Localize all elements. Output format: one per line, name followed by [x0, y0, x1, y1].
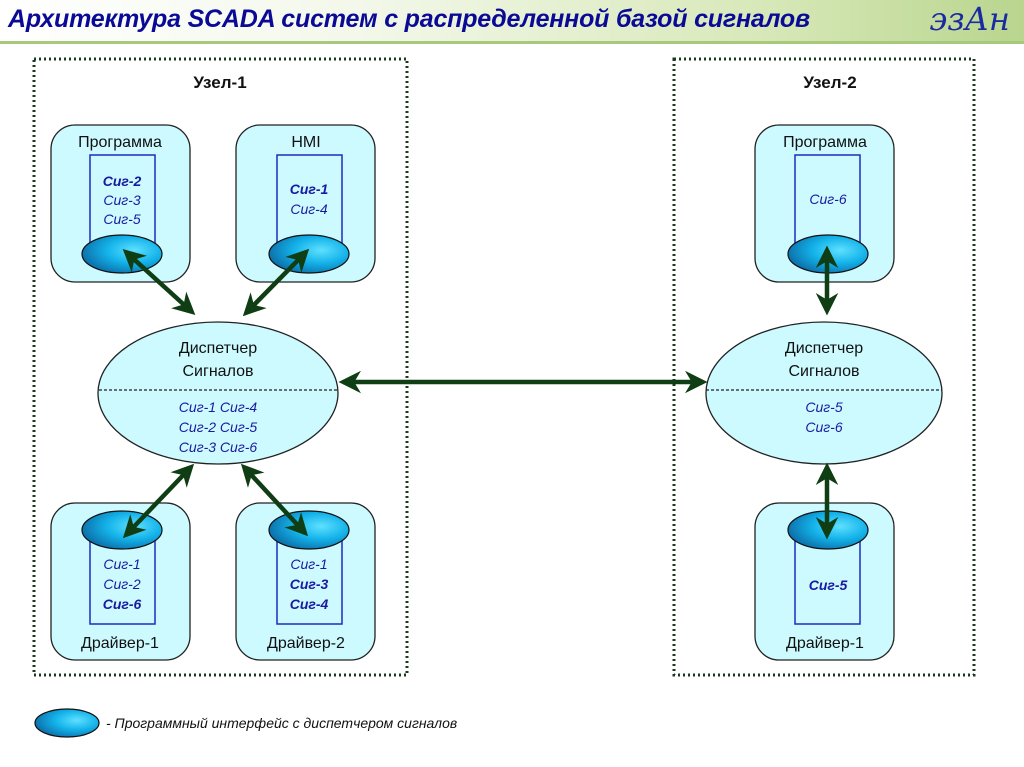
component-label: Программа: [78, 134, 162, 151]
api-ellipse-icon: [81, 234, 163, 274]
signal-item: Сиг-6: [809, 191, 846, 207]
dispatcher-title: Диспетчер: [785, 340, 863, 357]
header-bar: Архитектура SCADA систем с распределенно…: [0, 0, 1024, 44]
page-title: Архитектура SCADA систем с распределенно…: [8, 5, 810, 33]
arrow-driver1-dispatcher: [122, 463, 195, 539]
api-ellipse-icon: [34, 708, 100, 738]
component-label: Программа: [783, 134, 867, 151]
signal-item: Сиг-1: [103, 556, 140, 572]
api-ellipse-icon: [268, 510, 350, 550]
node-1: Узел-1 Программа Сиг-2 Сиг-3 Сиг-5 HMI С…: [32, 57, 409, 677]
signal-store: [276, 154, 343, 246]
signal-item: Сиг-3: [103, 192, 140, 208]
component-label: Драйвер-1: [786, 635, 864, 652]
dispatcher-title: Диспетчер: [179, 340, 257, 357]
node-1-title: Узел-1: [193, 73, 246, 92]
dispatcher-signal-line: Сиг-2 Сиг-5: [179, 419, 258, 435]
signal-item: Сиг-4: [290, 596, 329, 612]
component-driver-1[interactable]: Сиг-5 Драйвер-1: [754, 502, 895, 661]
component-label: Драйвер-1: [81, 635, 159, 652]
component-program[interactable]: Программа Сиг-6: [754, 124, 895, 283]
component-label: Драйвер-2: [267, 635, 345, 652]
component-hmi[interactable]: HMI Сиг-1 Сиг-4: [235, 124, 376, 283]
signal-item: Сиг-1: [290, 181, 329, 197]
signal-item: Сиг-3: [290, 576, 329, 592]
dispatcher-signal-line: Сиг-1 Сиг-4: [179, 399, 258, 415]
signal-store: [89, 154, 156, 246]
arrow-driver2-dispatcher: [240, 463, 309, 537]
node-1-border: [32, 57, 409, 677]
dispatcher-signal-line: Сиг-5: [805, 399, 842, 415]
connections: [122, 245, 839, 540]
logo: эзАн: [929, 0, 1010, 38]
node-2-border: [672, 57, 976, 677]
signal-item: Сиг-2: [103, 173, 142, 189]
signal-item: Сиг-1: [290, 556, 327, 572]
dispatcher-title: Сигналов: [183, 363, 254, 380]
component-driver-1[interactable]: Сиг-1 Сиг-2 Сиг-6 Драйвер-1: [50, 502, 191, 661]
dispatcher-signal-line: Сиг-3 Сиг-6: [179, 439, 258, 455]
dispatcher-title: Сигналов: [789, 363, 860, 380]
legend-text: - Программный интерфейс с диспетчером си…: [106, 715, 457, 731]
component-label: HMI: [291, 134, 320, 151]
api-ellipse-icon: [81, 510, 163, 550]
dispatcher-ellipse: [97, 321, 339, 465]
dispatcher-node-1[interactable]: Диспетчер Сигналов Сиг-1 Сиг-4 Сиг-2 Сиг…: [97, 321, 339, 465]
legend: - Программный интерфейс с диспетчером си…: [34, 708, 457, 738]
node-2: Узел-2 Программа Сиг-6 Диспетчер Сигнало…: [672, 57, 976, 677]
dispatcher-node-2[interactable]: Диспетчер Сигналов Сиг-5 Сиг-6: [705, 321, 943, 465]
arrow-program-dispatcher: [122, 248, 196, 316]
signal-item: Сиг-5: [809, 577, 848, 593]
signal-item: Сиг-2: [103, 576, 140, 592]
signal-item: Сиг-6: [103, 596, 142, 612]
api-ellipse-icon: [268, 234, 350, 274]
node-2-title: Узел-2: [803, 73, 856, 92]
component-driver-2[interactable]: Сиг-1 Сиг-3 Сиг-4 Драйвер-2: [235, 502, 376, 661]
signal-store: [794, 154, 861, 246]
signal-item: Сиг-4: [290, 201, 327, 217]
dispatcher-signal-line: Сиг-6: [805, 419, 842, 435]
component-program[interactable]: Программа Сиг-2 Сиг-3 Сиг-5: [50, 124, 191, 283]
signal-item: Сиг-5: [103, 211, 140, 227]
arrow-hmi-dispatcher: [242, 248, 310, 317]
